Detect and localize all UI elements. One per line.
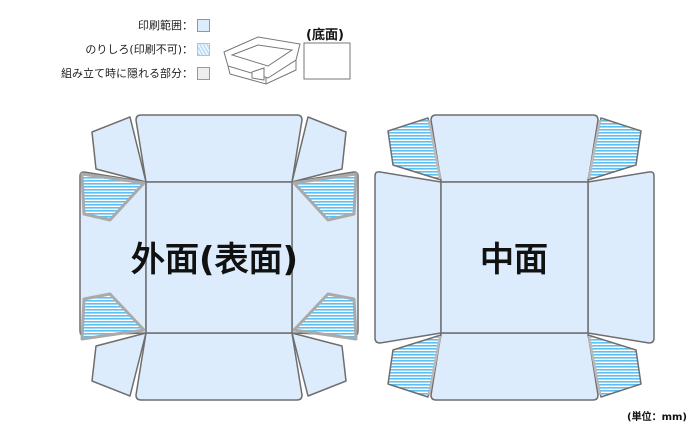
outer-center-panel [145,181,293,334]
legend-print-area: 印刷範囲： [138,17,210,33]
legend-glue-area: のりしろ(印刷不可)： [85,41,210,57]
outer-glue-flap [80,292,146,341]
glue-area-swatch [197,42,210,56]
inner-glue-flap [587,117,642,181]
outer-glue-flap [80,172,146,222]
inner-face-template [374,114,655,401]
bottom-face-label: (底面) [306,28,344,43]
outer-bottom-panel [135,332,303,401]
inner-glue-flap [387,334,442,398]
inner-side-right [587,171,655,344]
unit-label: (単位：mm) [627,412,687,423]
bottom-face-box [303,42,351,80]
inner-bottom-panel [430,332,599,401]
inner-glue-flap [587,334,642,398]
legend-hidden-area: 組み立て時に隠れる部分： [61,65,210,81]
inner-glue-flap [387,117,442,181]
legend-hidden-label: 組み立て時に隠れる部分： [61,67,193,80]
legend-print-label: 印刷範囲： [138,19,193,32]
inner-top-panel [430,114,599,183]
outer-top-panel [135,114,303,183]
inner-side-left [374,171,442,344]
inner-face-label: 中面 [480,240,548,280]
outer-glue-flap [292,172,358,222]
outer-face-template [79,114,359,401]
outer-face-label: 外面(表面) [131,240,299,280]
print-area-swatch [197,18,210,32]
inner-center-panel [440,181,589,334]
hidden-area-swatch [197,66,210,80]
legend-glue-label: のりしろ(印刷不可)： [85,43,193,56]
outer-glue-flap [292,292,358,341]
tray-illustration-icon [223,36,301,85]
